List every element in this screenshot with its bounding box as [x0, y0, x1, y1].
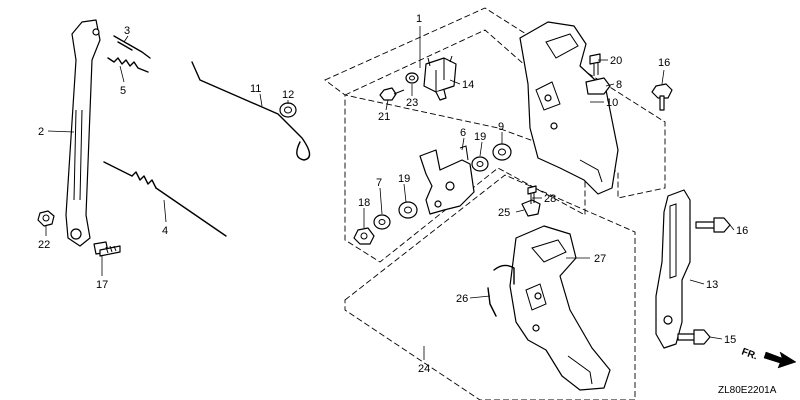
- callout-24: 24: [418, 363, 430, 375]
- part-26-wire-clip: [487, 264, 515, 317]
- part-10-upper-bracket: [519, 21, 619, 195]
- part-8-clip: [585, 77, 611, 95]
- part-16-bolt-top: [651, 83, 673, 111]
- callout-4: 4: [162, 225, 168, 237]
- part-18-nut: [353, 227, 375, 245]
- callout-27: 27: [594, 253, 606, 265]
- part-17-bolt: [93, 241, 121, 257]
- callout-labels: 1 2 3 4 5 6 7 8 9 10 11 12 13 14 15 16 1…: [38, 13, 748, 375]
- part-16-bolt-side: [695, 217, 731, 233]
- callout-17: 17: [96, 279, 108, 291]
- part-19-washer-a: [471, 156, 489, 172]
- part-9-washer: [492, 143, 512, 161]
- callout-6: 6: [460, 127, 466, 139]
- callout-21: 21: [378, 111, 390, 123]
- callout-18: 18: [358, 197, 370, 209]
- part-6-lever-plate: [419, 145, 475, 215]
- callout-26: 26: [456, 293, 468, 305]
- callout-10: 10: [606, 97, 618, 109]
- part-7-collar: [373, 214, 391, 230]
- part-14-switch: [423, 55, 457, 101]
- callout-2: 2: [38, 126, 44, 138]
- part-22-nut: [37, 210, 55, 227]
- part-12-grommet: [279, 102, 297, 118]
- callout-25: 25: [498, 207, 510, 219]
- callout-3: 3: [124, 25, 130, 37]
- part-13-side-plate: [655, 189, 691, 349]
- callout-19-lower: 19: [398, 173, 410, 185]
- part-28-screw: [527, 185, 537, 204]
- front-direction-indicator: FR.: [740, 346, 797, 369]
- assembly-outline-inner: [344, 29, 586, 263]
- part-20-screw: [589, 53, 601, 76]
- part-25-clamp: [521, 199, 541, 217]
- callout-16-top: 16: [658, 57, 670, 69]
- front-direction-arrow-icon: [763, 351, 797, 369]
- callout-19-upper: 19: [474, 131, 486, 143]
- part-15-bolt: [677, 329, 711, 345]
- assembly-outline-24: [344, 174, 636, 400]
- callout-1: 1: [416, 13, 422, 25]
- callout-23: 23: [406, 97, 418, 109]
- callout-16-side: 16: [736, 225, 748, 237]
- callout-14: 14: [462, 79, 474, 91]
- part-5-spring: [107, 57, 149, 73]
- callout-22: 22: [38, 239, 50, 251]
- callout-5: 5: [120, 85, 126, 97]
- callout-28: 28: [544, 193, 556, 205]
- leader-lines: [45, 26, 735, 360]
- part-3-spring-hook: [113, 35, 151, 59]
- callout-20: 20: [610, 55, 622, 67]
- part-27-lower-bracket: [509, 225, 611, 391]
- callout-7: 7: [376, 177, 382, 189]
- part-4-cable: [103, 161, 227, 237]
- part-19-washer-b: [398, 201, 418, 219]
- front-direction-label: FR.: [740, 346, 759, 362]
- callout-13: 13: [706, 279, 718, 291]
- callout-15: 15: [724, 334, 736, 346]
- diagram-code: ZL80E2201A: [718, 385, 777, 396]
- callout-11: 11: [250, 83, 261, 95]
- part-2-lever-arm: [65, 19, 101, 247]
- part-11-wire-link: [191, 61, 311, 161]
- part-21-small-bolt: [379, 87, 405, 101]
- callout-9: 9: [498, 121, 504, 133]
- callout-8: 8: [616, 79, 622, 91]
- callout-12: 12: [282, 89, 294, 101]
- part-23-washer: [405, 72, 419, 84]
